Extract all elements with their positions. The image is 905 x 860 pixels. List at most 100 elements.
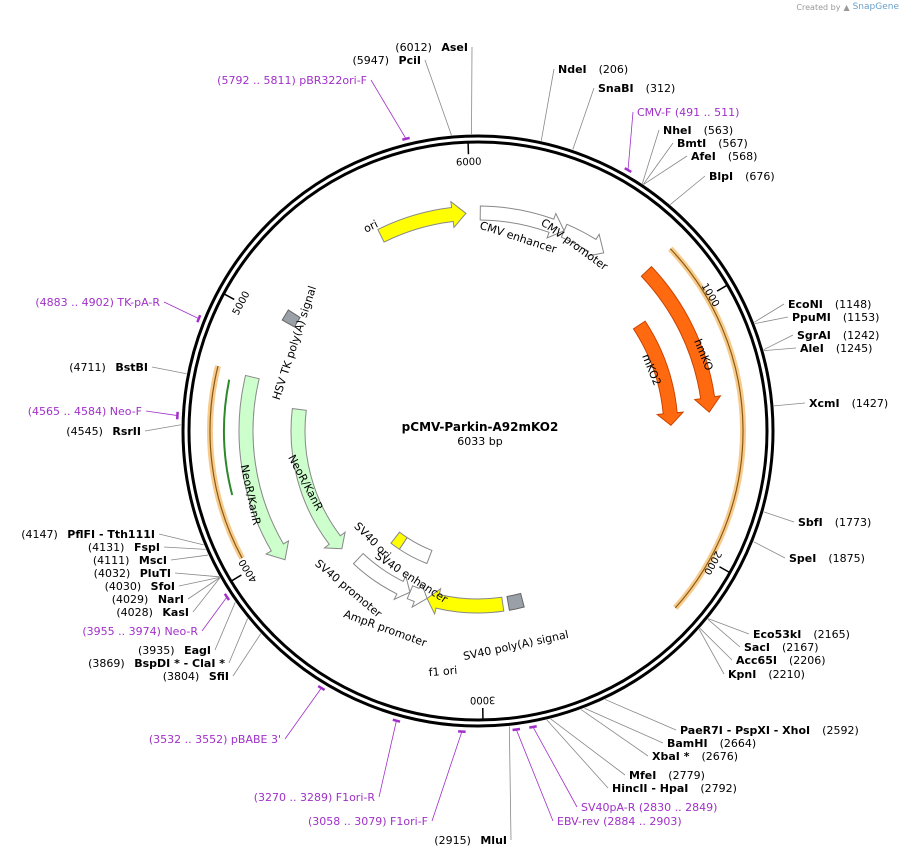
primer-leader-7: [431, 731, 463, 822]
site-label-ndei[interactable]: NdeI(206): [558, 63, 628, 76]
credit-brand: SnapGene: [852, 2, 899, 12]
feature-sv40-ori[interactable]: [390, 531, 408, 550]
site-label-xbai[interactable]: XbaI *(2676): [652, 750, 738, 763]
site-label-bstbi[interactable]: (4711) BstBI: [69, 361, 148, 374]
primer-label-1[interactable]: CMV-F (491 .. 511): [637, 106, 739, 119]
primer-label-5[interactable]: (3532 .. 3552) pBABE 3': [149, 733, 281, 746]
site-name: NarI: [158, 593, 184, 606]
site-label-sfoi[interactable]: (4030) SfoI: [105, 580, 175, 593]
primer-label-2[interactable]: (4883 .. 4902) TK-pA-R: [35, 296, 160, 309]
site-leader-sbfi: [763, 511, 795, 523]
site-leader-bmti: [643, 142, 674, 185]
primer-label-9[interactable]: EBV-rev (2884 .. 2903): [557, 815, 682, 828]
feature-hsv-tk-polya[interactable]: [281, 309, 301, 328]
primer-leader-5: [284, 687, 322, 740]
tick-5000: [224, 293, 235, 301]
site-label-msci[interactable]: (4111) MscI: [93, 554, 167, 567]
primer-leader-0: [370, 79, 407, 139]
primer-leader-8: [532, 726, 578, 808]
site-label-nari[interactable]: (4029) NarI: [112, 593, 184, 606]
site-label-afei[interactable]: AfeI (568): [691, 150, 757, 163]
site-label-pcii[interactable]: (5947) PciI: [352, 54, 421, 67]
site-label-acc65i[interactable]: Acc65I(2206): [736, 654, 826, 667]
feature-cmv-promoter[interactable]: [560, 223, 605, 258]
site-label-kpni[interactable]: KpnI(2210): [728, 668, 805, 681]
feature-mko2[interactable]: [632, 320, 685, 427]
primer-leader-3: [145, 410, 178, 416]
site-leader-fspi: [163, 546, 206, 550]
site-label-bmti[interactable]: BmtI(567): [677, 137, 748, 150]
site-label-nhei[interactable]: NheI(563): [663, 124, 733, 137]
site-label-sbfi[interactable]: SbfI (1773): [798, 516, 871, 529]
site-leader-snabi: [572, 87, 595, 150]
site-label-eco53ki[interactable]: Eco53kI(2165): [753, 628, 850, 641]
site-name: AfeI: [691, 150, 716, 163]
feature-ampr-promoter[interactable]: [406, 581, 428, 609]
site-label-mfei[interactable]: MfeI(2779): [629, 769, 705, 782]
site-leader-sfii: [232, 633, 262, 677]
site-name: BspDI * - ClaI *: [134, 657, 225, 670]
primer-label-4[interactable]: (3955 .. 3974) Neo-R: [82, 625, 198, 638]
site-label-bspdi-clai[interactable]: (3869) BspDI * - ClaI *: [88, 657, 225, 670]
site-label-saci[interactable]: SacI(2167): [744, 641, 819, 654]
primer-label-7[interactable]: (3058 .. 3079) F1ori-F: [308, 815, 428, 828]
site-leader-bspdi-clai: [228, 618, 248, 664]
site-label-hincii-hpai[interactable]: HincII - HpaI(2792): [612, 782, 737, 795]
site-label-asei[interactable]: (6012) AseI: [395, 41, 468, 54]
site-label-alei[interactable]: AleI(1245): [800, 342, 872, 355]
site-name: EcoNI: [788, 298, 823, 311]
site-leader-xcmi: [773, 402, 806, 407]
site-leader-hincii-hpai: [546, 719, 609, 789]
site-leader-msci: [170, 554, 209, 561]
site-label-kasi[interactable]: (4028) KasI: [116, 606, 189, 619]
site-label-xcmi[interactable]: XcmI(1427): [809, 397, 888, 410]
site-label-pflfi-tth111i[interactable]: (4147) PflFI - Tth111I: [21, 528, 155, 541]
feature-cmv-enhancer[interactable]: [479, 205, 565, 239]
site-label-snabi[interactable]: SnaBI(312): [598, 82, 675, 95]
site-label-ppumi[interactable]: PpuMI(1153): [792, 311, 879, 324]
site-name: KasI: [162, 606, 189, 619]
site-leader-nari: [187, 577, 220, 600]
site-name: SpeI: [789, 552, 816, 565]
feature-neor-outer[interactable]: [238, 374, 290, 561]
primer-label-8[interactable]: SV40pA-R (2830 .. 2849): [581, 801, 717, 814]
site-label-rsrii[interactable]: (4545) RsrII: [66, 425, 141, 438]
site-pos: (2792): [700, 782, 737, 795]
site-leader-paer7i-pspxi-xhoi: [604, 699, 677, 731]
site-label-econi[interactable]: EcoNI(1148): [788, 298, 871, 311]
feature-neor-inner[interactable]: [290, 408, 346, 550]
site-pos: (4545): [66, 425, 106, 438]
site-name: SbfI: [798, 516, 823, 529]
feature-sv40-polya[interactable]: [506, 592, 525, 611]
feature-sv40-promoter[interactable]: [352, 552, 411, 601]
site-leader-acc65i: [699, 628, 733, 661]
primer-label-0[interactable]: (5792 .. 5811) pBR322ori-F: [217, 74, 367, 87]
site-label-blpi[interactable]: BlpI(676): [709, 170, 775, 183]
site-label-pluti[interactable]: (4032) PluTI: [94, 567, 171, 580]
site-label-mlui[interactable]: (2915) MluI: [434, 834, 507, 847]
feature-label-hsv-tk-poly-a-signal: HSV TK poly(A) signal: [270, 284, 319, 401]
site-label-sgrai[interactable]: SgrAI(1242): [797, 329, 879, 342]
site-pos: (1153): [843, 311, 880, 324]
primer-label-3[interactable]: (4565 .. 4584) Neo-F: [28, 405, 142, 418]
site-pos: (568): [728, 150, 758, 163]
tick-label-4000: 4000: [237, 557, 260, 584]
primer-label-6[interactable]: (3270 .. 3289) F1ori-R: [254, 791, 376, 804]
site-label-paer7i-pspxi-xhoi[interactable]: PaeR7I - PspXI - XhoI(2592): [680, 724, 859, 737]
tick-label-1000: 1000: [699, 282, 721, 310]
feature-ori[interactable]: [377, 200, 467, 243]
primer-leader-4: [201, 596, 228, 632]
site-label-fspi[interactable]: (4131) FspI: [88, 541, 160, 554]
site-pos: (1773): [835, 516, 872, 529]
site-label-sfii[interactable]: (3804) SfiI: [163, 670, 229, 683]
site-pos: (676): [745, 170, 775, 183]
orf-line-0: [669, 248, 744, 609]
site-label-bamhi[interactable]: BamHI(2664): [667, 737, 756, 750]
site-label-eagi[interactable]: (3935) EagI: [138, 644, 211, 657]
site-pos: (2206): [789, 654, 826, 667]
feature-hmko[interactable]: [640, 265, 722, 413]
site-name: BstBI: [115, 361, 148, 374]
site-label-spei[interactable]: SpeI(1875): [789, 552, 865, 565]
site-pos: (4147): [21, 528, 61, 541]
feature-label-f1-ori: f1 ori: [428, 664, 458, 679]
